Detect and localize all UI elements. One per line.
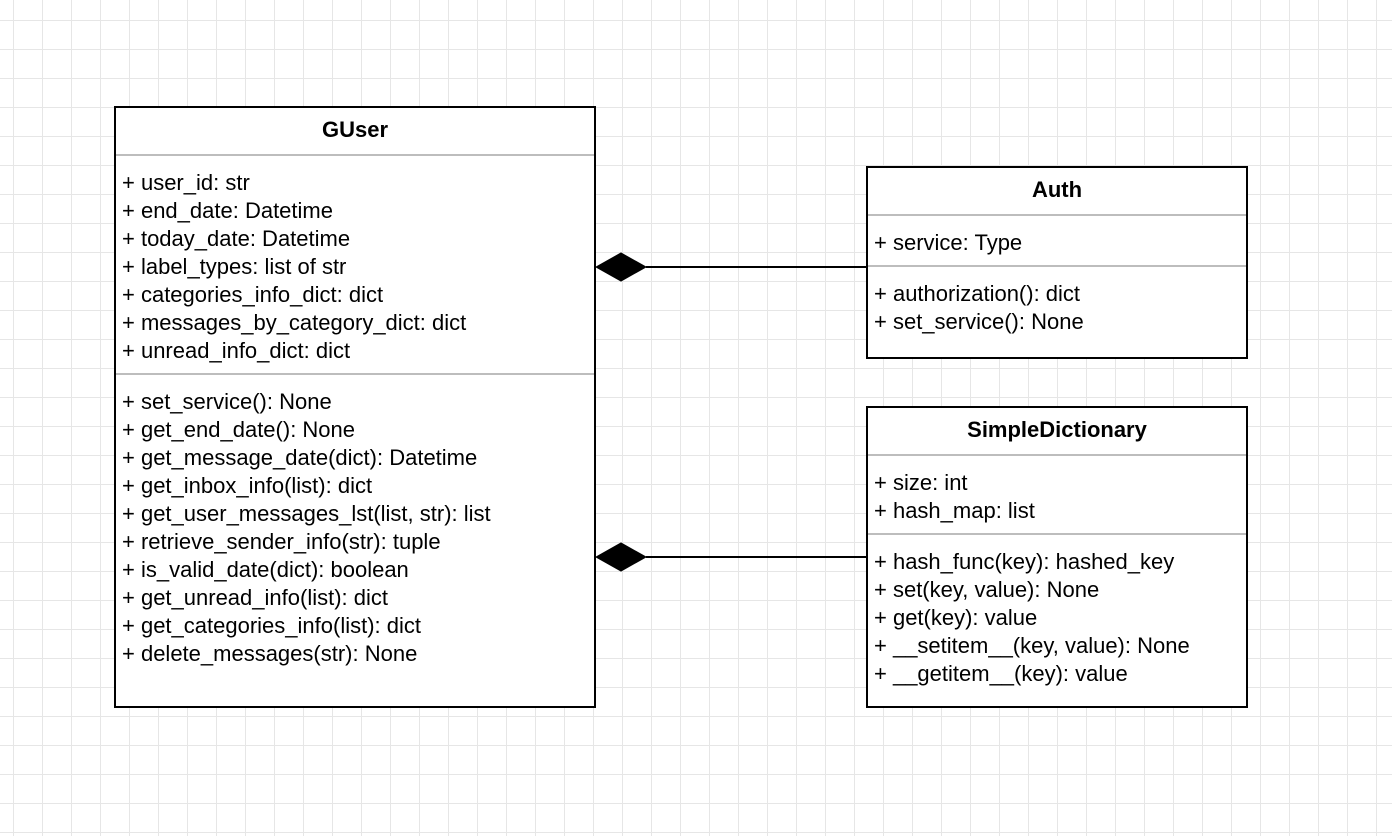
method: + retrieve_sender_info(str): tuple xyxy=(122,529,441,554)
method: + delete_messages(str): None xyxy=(122,641,418,666)
composition-diamond-simpledictionary xyxy=(594,542,648,572)
attribute: + service: Type xyxy=(874,230,1023,255)
method: + set_service(): None xyxy=(874,309,1084,334)
method: + authorization(): dict xyxy=(874,281,1081,306)
separator xyxy=(116,373,594,375)
composition-guser-simpledictionary[interactable] xyxy=(594,542,866,572)
class-name: SimpleDictionary xyxy=(967,417,1147,442)
class-name: GUser xyxy=(321,117,389,142)
method: + set(key, value): None xyxy=(874,577,1100,602)
attribute: + messages_by_category_dict: dict xyxy=(122,310,467,335)
method: + get(key): value xyxy=(874,605,1038,630)
attributes-section: + user_id: str + end_date: Datetime + toda… xyxy=(116,156,594,373)
composition-diamond-auth xyxy=(594,252,648,282)
attribute: + size: int xyxy=(874,470,968,495)
separator xyxy=(116,154,594,156)
method: + get_message_date(dict): Datetime xyxy=(122,445,478,470)
method: + __setitem__(key, value): None xyxy=(874,633,1190,658)
separator xyxy=(868,454,1246,456)
class-auth[interactable]: Auth + service: Type + authorization(): … xyxy=(866,166,1248,359)
method: + __getitem__(key): value xyxy=(874,661,1128,686)
attributes-section: + size: int + hash_map: list xyxy=(868,456,1246,533)
attribute: + unread_info_dict: dict xyxy=(122,338,351,363)
composition-guser-auth[interactable] xyxy=(594,252,866,282)
separator xyxy=(868,214,1246,216)
method: + get_categories_info(list): dict xyxy=(122,613,421,638)
attributes-section: + service: Type xyxy=(868,216,1246,265)
methods-section: + hash_func(key): hashed_key + set(key, v… xyxy=(868,535,1246,696)
method: + get_unread_info(list): dict xyxy=(122,585,388,610)
attribute: + hash_map: list xyxy=(874,498,1035,523)
method: + hash_func(key): hashed_key xyxy=(874,549,1175,574)
method: + get_end_date(): None xyxy=(122,417,356,442)
separator xyxy=(868,265,1246,267)
attribute: + user_id: str xyxy=(122,170,250,195)
attribute: + categories_info_dict: dict xyxy=(122,282,384,307)
method: + set_service(): None xyxy=(122,389,332,414)
separator xyxy=(868,533,1246,535)
method: + get_inbox_info(list): dict xyxy=(122,473,373,498)
class-name: Auth xyxy=(1031,177,1083,202)
method: + is_valid_date(dict): boolean xyxy=(122,557,409,582)
methods-section: + set_service(): None + get_end_date(): N… xyxy=(116,375,594,676)
attribute: + label_types: list of str xyxy=(122,254,347,279)
attribute: + end_date: Datetime xyxy=(122,198,333,223)
method: + get_user_messages_lst(list, str): list xyxy=(122,501,491,526)
attribute: + today_date: Datetime xyxy=(122,226,351,251)
methods-section: + authorization(): dict + set_service(): … xyxy=(868,267,1246,344)
class-guser[interactable]: GUser + user_id: str + end_date: Datetime… xyxy=(114,106,596,708)
class-simpledictionary[interactable]: SimpleDictionary + size: int + hash_map: … xyxy=(866,406,1248,708)
